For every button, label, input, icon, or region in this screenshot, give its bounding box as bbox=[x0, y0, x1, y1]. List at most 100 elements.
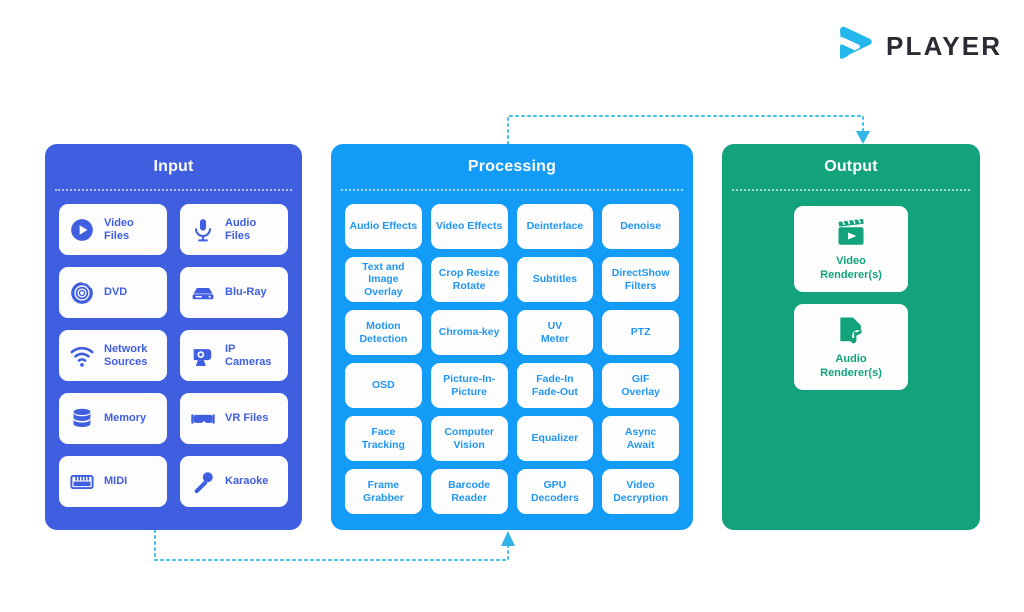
panel-processing: Processing Audio Effects Video Effects D… bbox=[331, 144, 693, 530]
processing-card[interactable]: Subtitles bbox=[516, 257, 594, 302]
input-card[interactable]: MIDI bbox=[59, 456, 167, 507]
processing-card[interactable]: OSD bbox=[345, 363, 422, 408]
disc-icon bbox=[71, 280, 93, 304]
microphone-icon bbox=[195, 218, 211, 241]
processing-card-label: Subtitles bbox=[532, 273, 578, 286]
panel-input-divider bbox=[55, 189, 292, 191]
input-card[interactable]: DVD bbox=[59, 267, 167, 318]
panel-output-title: Output bbox=[824, 158, 878, 175]
piano-keyboard-icon bbox=[70, 474, 94, 489]
handheld-microphone-icon bbox=[194, 471, 213, 493]
processing-card[interactable]: Picture-In-Picture bbox=[430, 363, 508, 408]
processing-card-label: Chroma-key bbox=[438, 326, 500, 339]
processing-card[interactable]: Chroma-key bbox=[430, 310, 508, 355]
input-card-label: Karaoke bbox=[225, 475, 269, 488]
play-circle-icon bbox=[71, 218, 93, 241]
brand-logo: PLAYER bbox=[836, 26, 1002, 66]
input-card-label: VR Files bbox=[225, 412, 269, 425]
panel-processing-divider bbox=[341, 189, 683, 191]
processing-card-label: Audio Effects bbox=[349, 220, 418, 233]
panel-processing-title: Processing bbox=[467, 158, 557, 175]
processing-card-label: Equalizer bbox=[531, 432, 579, 445]
ip-camera-icon bbox=[193, 348, 212, 366]
input-card[interactable]: Karaoke bbox=[180, 456, 288, 507]
play-logo-icon bbox=[840, 26, 872, 59]
processing-card-grid: Audio Effects Video Effects Deinterlace … bbox=[345, 204, 679, 514]
processing-card-label: Deinterlace bbox=[526, 220, 584, 233]
panel-input-title: Input bbox=[153, 158, 194, 175]
database-icon bbox=[73, 408, 91, 427]
processing-card-label: Face Tracking bbox=[361, 425, 405, 451]
wifi-icon bbox=[70, 346, 94, 367]
clapperboard-play-icon bbox=[838, 217, 864, 245]
input-card-label: MIDI bbox=[104, 475, 128, 488]
connector-input-to-processing bbox=[154, 529, 515, 561]
audio-note-icon bbox=[840, 317, 862, 344]
processing-card[interactable]: Denoise bbox=[602, 204, 679, 249]
processing-card-label: Picture-In-Picture bbox=[443, 372, 496, 398]
input-card-label: Blu-Ray bbox=[225, 286, 267, 299]
panel-output-divider bbox=[732, 189, 970, 191]
processing-card-label: Denoise bbox=[620, 220, 662, 233]
processing-card[interactable]: PTZ bbox=[602, 310, 679, 355]
processing-card[interactable]: Face Tracking bbox=[345, 416, 422, 461]
processing-card[interactable]: Deinterlace bbox=[516, 204, 594, 249]
processing-card-label: Video Effects bbox=[435, 220, 503, 233]
brand-wordmark: PLAYER bbox=[886, 31, 1003, 61]
processing-card[interactable]: Equalizer bbox=[516, 416, 594, 461]
processing-card[interactable]: Video Effects bbox=[430, 204, 508, 249]
blu-ray-player-icon bbox=[192, 287, 214, 299]
input-card[interactable]: Blu-Ray bbox=[180, 267, 288, 318]
connector-processing-to-output bbox=[507, 115, 870, 145]
processing-card-label: PTZ bbox=[630, 326, 651, 339]
input-card[interactable]: VR Files bbox=[180, 393, 288, 444]
input-card[interactable]: Memory bbox=[59, 393, 167, 444]
input-card-label: DVD bbox=[104, 286, 128, 299]
processing-card-label: OSD bbox=[371, 379, 395, 392]
processing-card[interactable]: Audio Effects bbox=[345, 204, 422, 249]
vr-headset-icon bbox=[191, 413, 215, 424]
